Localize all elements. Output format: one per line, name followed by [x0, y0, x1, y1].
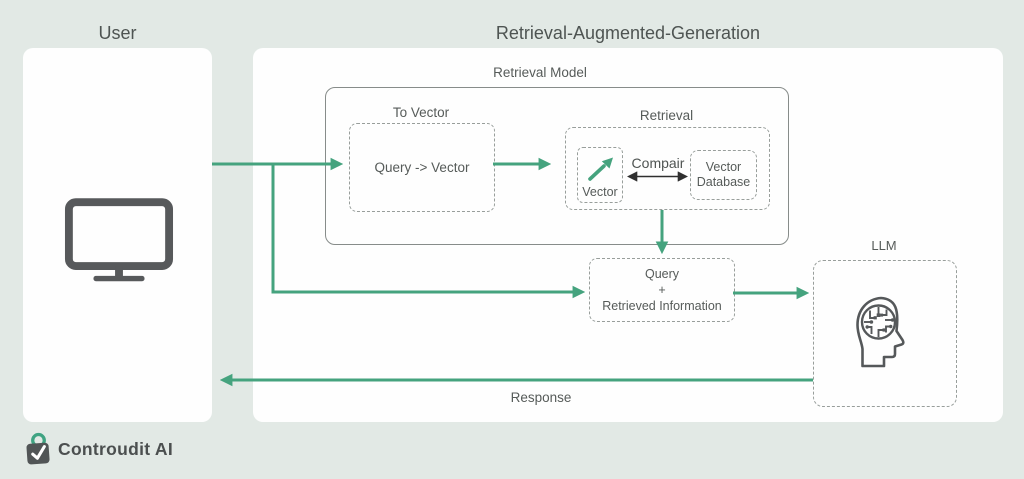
llm-box: [813, 260, 957, 407]
vector-arrow-icon: [588, 157, 613, 181]
bag-check-icon: [26, 432, 50, 465]
vector-database-box: Vector Database: [690, 150, 757, 200]
rag-panel-title: Retrieval-Augmented-Generation: [495, 23, 761, 43]
vector-database-line2: Database: [696, 175, 751, 189]
vector-label: Vector: [582, 185, 618, 199]
logo-text: Controudit AI: [58, 438, 174, 459]
query-to-vector-box: Query -> Vector: [349, 123, 495, 212]
llm-label: LLM: [871, 238, 897, 253]
user-panel-title: User: [98, 23, 137, 43]
brain-circuit-icon: [856, 296, 905, 367]
retrieved-info-line: Retrieved Information: [602, 299, 722, 313]
logo: Controudit AI: [25, 431, 173, 467]
compare-label: Compair: [631, 155, 685, 171]
to-vector-label: To Vector: [392, 105, 450, 120]
query-to-vector-text: Query -> Vector: [374, 160, 470, 175]
vector-database-line1: Vector: [705, 160, 742, 174]
response-label: Response: [510, 390, 572, 405]
retrieval-label: Retrieval: [639, 108, 694, 123]
plus-line: +: [658, 283, 666, 297]
retrieval-model-title: Retrieval Model: [493, 65, 587, 80]
query-line: Query: [644, 267, 680, 281]
vector-box: Vector: [577, 147, 623, 203]
query-retrieved-info-box: Query + Retrieved Information: [589, 258, 735, 322]
monitor-icon: [64, 198, 174, 282]
